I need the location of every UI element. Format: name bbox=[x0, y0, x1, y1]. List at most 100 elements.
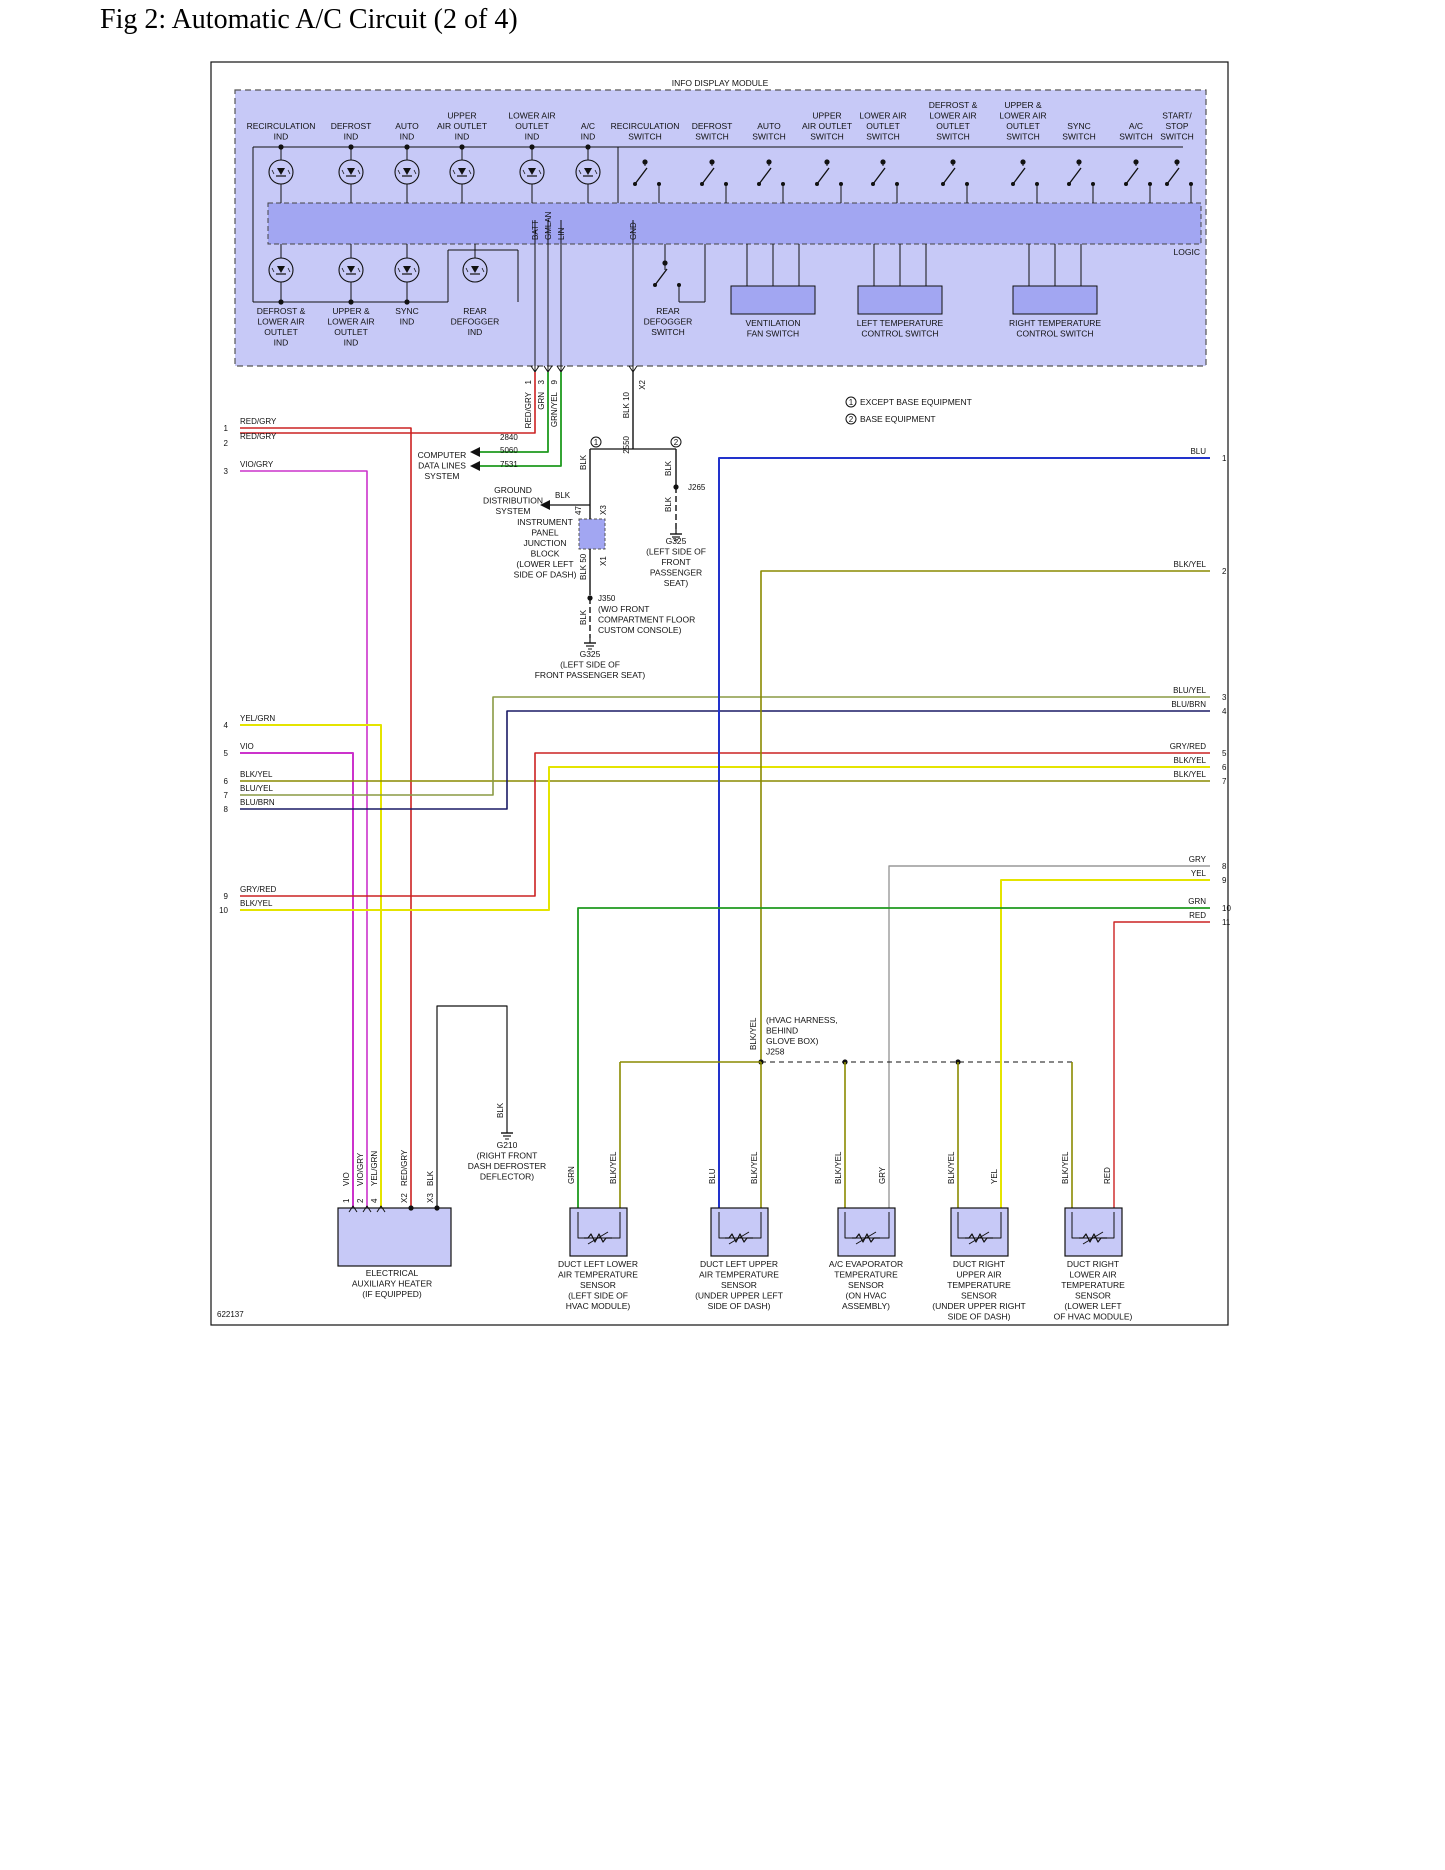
left-wire-color: RED/GRY bbox=[240, 432, 277, 441]
thermistor-icon bbox=[1079, 1233, 1107, 1243]
wire-grn bbox=[478, 372, 549, 453]
sensor-label: DUCT RIGHT bbox=[953, 1259, 1005, 1269]
connector-wire-color: GRN bbox=[537, 392, 546, 410]
option-marker: 2 bbox=[674, 438, 679, 447]
wire-blk bbox=[436, 1005, 508, 1212]
sensor-wire-color: BLK/YEL bbox=[750, 1151, 759, 1184]
indicator-label: AUTO bbox=[395, 121, 419, 131]
indicator-label: SYNC bbox=[395, 306, 419, 316]
ground-dist-label: SYSTEM bbox=[496, 506, 531, 516]
indicator-label: IND bbox=[344, 338, 359, 348]
defogger-switch-label: DEFOGGER bbox=[644, 317, 693, 327]
arrow-head bbox=[540, 500, 550, 510]
indicator-led-icon bbox=[287, 267, 291, 273]
indicator-led-icon bbox=[287, 169, 291, 175]
left-wire-color: VIO/GRY bbox=[240, 460, 274, 469]
connector-wire-color: RED/GRY bbox=[524, 391, 533, 428]
sensor-label: TEMPERATURE bbox=[834, 1270, 898, 1280]
switch-symbol bbox=[816, 167, 830, 185]
j258-label: (HVAC HARNESS, bbox=[766, 1015, 838, 1025]
switch-label: SWITCH bbox=[695, 132, 729, 142]
ipjb-connector bbox=[578, 518, 606, 550]
switch-symbol bbox=[941, 182, 945, 186]
aux-heater-label: ELECTRICAL bbox=[366, 1268, 419, 1278]
wire-red-gry bbox=[240, 427, 412, 1212]
indicator-led-icon bbox=[481, 267, 485, 273]
indicator-label: IND bbox=[344, 132, 359, 142]
right-wire-color: BLK/YEL bbox=[1174, 756, 1207, 765]
control-switch-label: CONTROL SWITCH bbox=[1016, 329, 1093, 339]
ground-dist-label: DISTRIBUTION bbox=[483, 496, 543, 506]
ipjb-label: (LOWER LEFT bbox=[516, 559, 573, 569]
indicator-label: IND bbox=[274, 338, 289, 348]
legend-text: BASE EQUIPMENT bbox=[860, 414, 936, 424]
right-wire-num: 11 bbox=[1222, 918, 1231, 927]
switch-label: A/C bbox=[1129, 121, 1143, 131]
indicator-label: IND bbox=[400, 132, 415, 142]
switch-symbol bbox=[815, 182, 819, 186]
switch-label: SWITCH bbox=[936, 132, 970, 142]
right-wire-num: 6 bbox=[1222, 763, 1227, 772]
right-wire-num: 8 bbox=[1222, 862, 1227, 871]
indicator-label: IND bbox=[455, 132, 470, 142]
control-switch-box bbox=[1012, 285, 1098, 315]
wire-yel-grn bbox=[240, 724, 382, 1212]
right-wire-color: YEL bbox=[1191, 869, 1207, 878]
sensor-wire-color: GRN bbox=[567, 1166, 576, 1184]
indicator-label: RECIRCULATION bbox=[247, 121, 316, 131]
sensor-label: SENSOR bbox=[580, 1280, 616, 1290]
left-wire-color: GRY/RED bbox=[240, 885, 277, 894]
ipjb-connector-tag: X3 bbox=[599, 505, 608, 515]
right-wire-color: GRN bbox=[1188, 897, 1206, 906]
right-wire-color: GRY bbox=[1189, 855, 1207, 864]
left-wire-num: 9 bbox=[224, 892, 229, 901]
wire-gry-red bbox=[240, 752, 1210, 897]
aux-heater-label: AUXILIARY HEATER bbox=[352, 1279, 432, 1289]
wire-blk-label: BLK bbox=[664, 460, 673, 476]
sensor-label: AIR TEMPERATURE bbox=[699, 1270, 779, 1280]
switch-label: UPPER bbox=[812, 111, 841, 121]
thermistor-icon bbox=[968, 1231, 990, 1245]
indicator-label: IND bbox=[468, 327, 483, 337]
left-wire-color: BLU/YEL bbox=[240, 784, 273, 793]
switch-label: RECIRCULATION bbox=[611, 121, 680, 131]
circuit-number: 2840 bbox=[500, 433, 518, 442]
switch-label: SWITCH bbox=[1119, 132, 1153, 142]
logic-label: LOGIC bbox=[1174, 247, 1200, 257]
indicator-led-icon bbox=[578, 169, 582, 175]
indicator-led-icon bbox=[413, 169, 417, 175]
j265-label: J265 bbox=[688, 483, 706, 492]
switch-label: OUTLET bbox=[866, 121, 900, 131]
indicator-label: IND bbox=[400, 317, 415, 327]
switch-symbol bbox=[871, 182, 875, 186]
sensor-box bbox=[1064, 1207, 1123, 1257]
connector-tag: X2 bbox=[638, 379, 647, 389]
sensor-internal bbox=[577, 1212, 621, 1239]
right-wire-num: 3 bbox=[1222, 693, 1227, 702]
connector-wire-color: BLK 10 bbox=[622, 391, 631, 418]
sensor-label: SENSOR bbox=[1075, 1291, 1111, 1301]
left-wire-color: BLK/YEL bbox=[240, 899, 273, 908]
wire-vio-gry bbox=[240, 470, 368, 1212]
heater-pin: 4 bbox=[370, 1198, 379, 1203]
g210-label: DEFLECTOR) bbox=[480, 1172, 534, 1182]
right-wire-color: BLK/YEL bbox=[1174, 770, 1207, 779]
sensor-wire-color: BLK/YEL bbox=[609, 1151, 618, 1184]
wire-blu-brn bbox=[240, 710, 1210, 810]
heater-wire-color: YEL/GRN bbox=[370, 1151, 379, 1186]
sensor-label: A/C EVAPORATOR bbox=[829, 1259, 903, 1269]
switch-symbol bbox=[700, 182, 704, 186]
switch-label: SWITCH bbox=[866, 132, 900, 142]
sensor-label: DUCT LEFT LOWER bbox=[558, 1259, 638, 1269]
sensor-wire-color: BLU bbox=[708, 1168, 717, 1184]
sensor-label: (UNDER UPPER RIGHT bbox=[932, 1301, 1026, 1311]
indicator-label: LOWER AIR bbox=[257, 317, 304, 327]
indicator-led-icon bbox=[277, 266, 285, 273]
sensor-wire-color: BLK/YEL bbox=[947, 1151, 956, 1184]
wire-grn-yel bbox=[478, 372, 562, 467]
defogger-switch-label: SWITCH bbox=[651, 327, 685, 337]
sensor-label: (LEFT SIDE OF bbox=[568, 1291, 628, 1301]
indicator-label: DEFROST & bbox=[257, 306, 306, 316]
wire-red-gry bbox=[240, 372, 536, 434]
indicator-node bbox=[278, 299, 284, 305]
